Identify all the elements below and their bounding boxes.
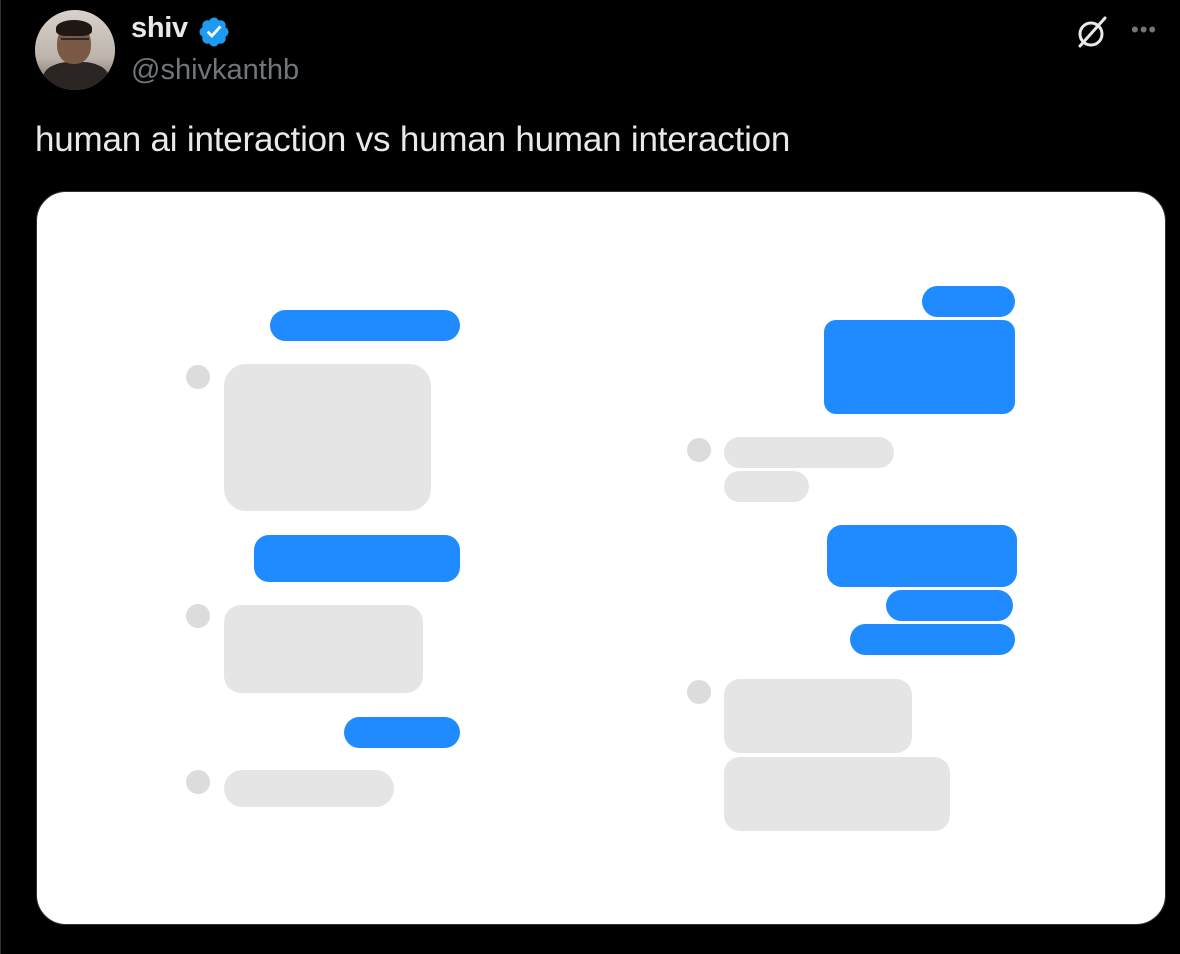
left-user-bubble-3 xyxy=(344,717,460,748)
more-options-icon[interactable]: ••• xyxy=(1131,17,1158,42)
right-reply-bubble-1 xyxy=(724,437,894,468)
right-user-bubble-4 xyxy=(886,590,1013,621)
left-user-bubble-2 xyxy=(254,535,460,582)
right-reply-bubble-3 xyxy=(724,679,912,753)
verified-badge-icon xyxy=(199,17,229,47)
right-reply-bubble-2 xyxy=(724,471,809,502)
post-text: human ai interaction vs human human inte… xyxy=(35,120,791,159)
left-reply-bubble-2 xyxy=(224,605,423,693)
left-reply-bubble-1 xyxy=(224,364,431,511)
left-avatar-dot-1 xyxy=(186,365,210,389)
right-user-bubble-1 xyxy=(922,286,1015,317)
left-avatar-dot-2 xyxy=(186,604,210,628)
right-avatar-dot-2 xyxy=(687,680,711,704)
left-reply-bubble-3 xyxy=(224,770,394,807)
grok-icon[interactable] xyxy=(1073,14,1111,52)
author-avatar[interactable] xyxy=(35,10,115,90)
right-avatar-dot-1 xyxy=(687,438,711,462)
author-name[interactable]: shiv xyxy=(131,12,188,44)
right-reply-bubble-4 xyxy=(724,757,950,831)
right-user-bubble-3 xyxy=(827,525,1017,587)
author-handle[interactable]: @shivkanthb xyxy=(131,54,300,86)
left-avatar-dot-3 xyxy=(186,770,210,794)
right-user-bubble-2 xyxy=(824,320,1015,414)
post-image[interactable] xyxy=(36,191,1166,925)
left-user-bubble-1 xyxy=(270,310,460,341)
right-user-bubble-5 xyxy=(850,624,1015,655)
